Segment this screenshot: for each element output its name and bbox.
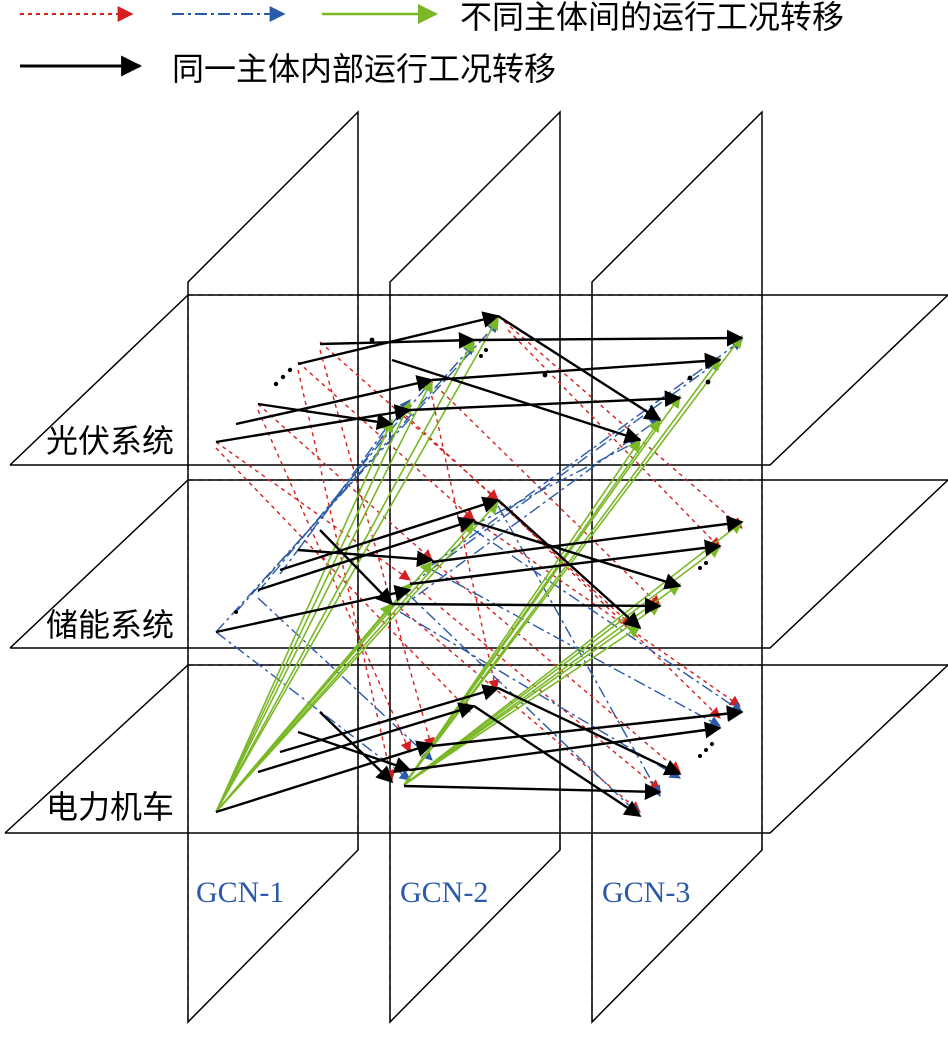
ellipsis-dots [234, 337, 714, 758]
green-inter-transitions [215, 316, 744, 813]
layer-label-pv: 光伏系统 [46, 422, 174, 460]
gcn-labels: GCN-1 GCN-2 GCN-3 [196, 876, 690, 909]
layer-label-locomotive: 电力机车 [46, 788, 174, 826]
legend: 不同主体间的运行工况转移 同一主体内部运行工况转移 [20, 0, 844, 88]
dashed-edges [187, 294, 763, 1022]
black-intra-transitions [215, 311, 744, 818]
layer-planes [4, 294, 948, 834]
gcn-label-2: GCN-2 [400, 876, 488, 909]
layer-label-storage: 储能系统 [46, 606, 174, 644]
layer-labels: 光伏系统 储能系统 电力机车 [46, 422, 174, 826]
legend-intra-label: 同一主体内部运行工况转移 [172, 50, 556, 88]
gcn-label-3: GCN-3 [602, 876, 690, 909]
legend-inter-label: 不同主体间的运行工况转移 [460, 0, 844, 36]
gcn-label-1: GCN-1 [196, 876, 284, 909]
blue-inter-transitions [215, 321, 743, 817]
